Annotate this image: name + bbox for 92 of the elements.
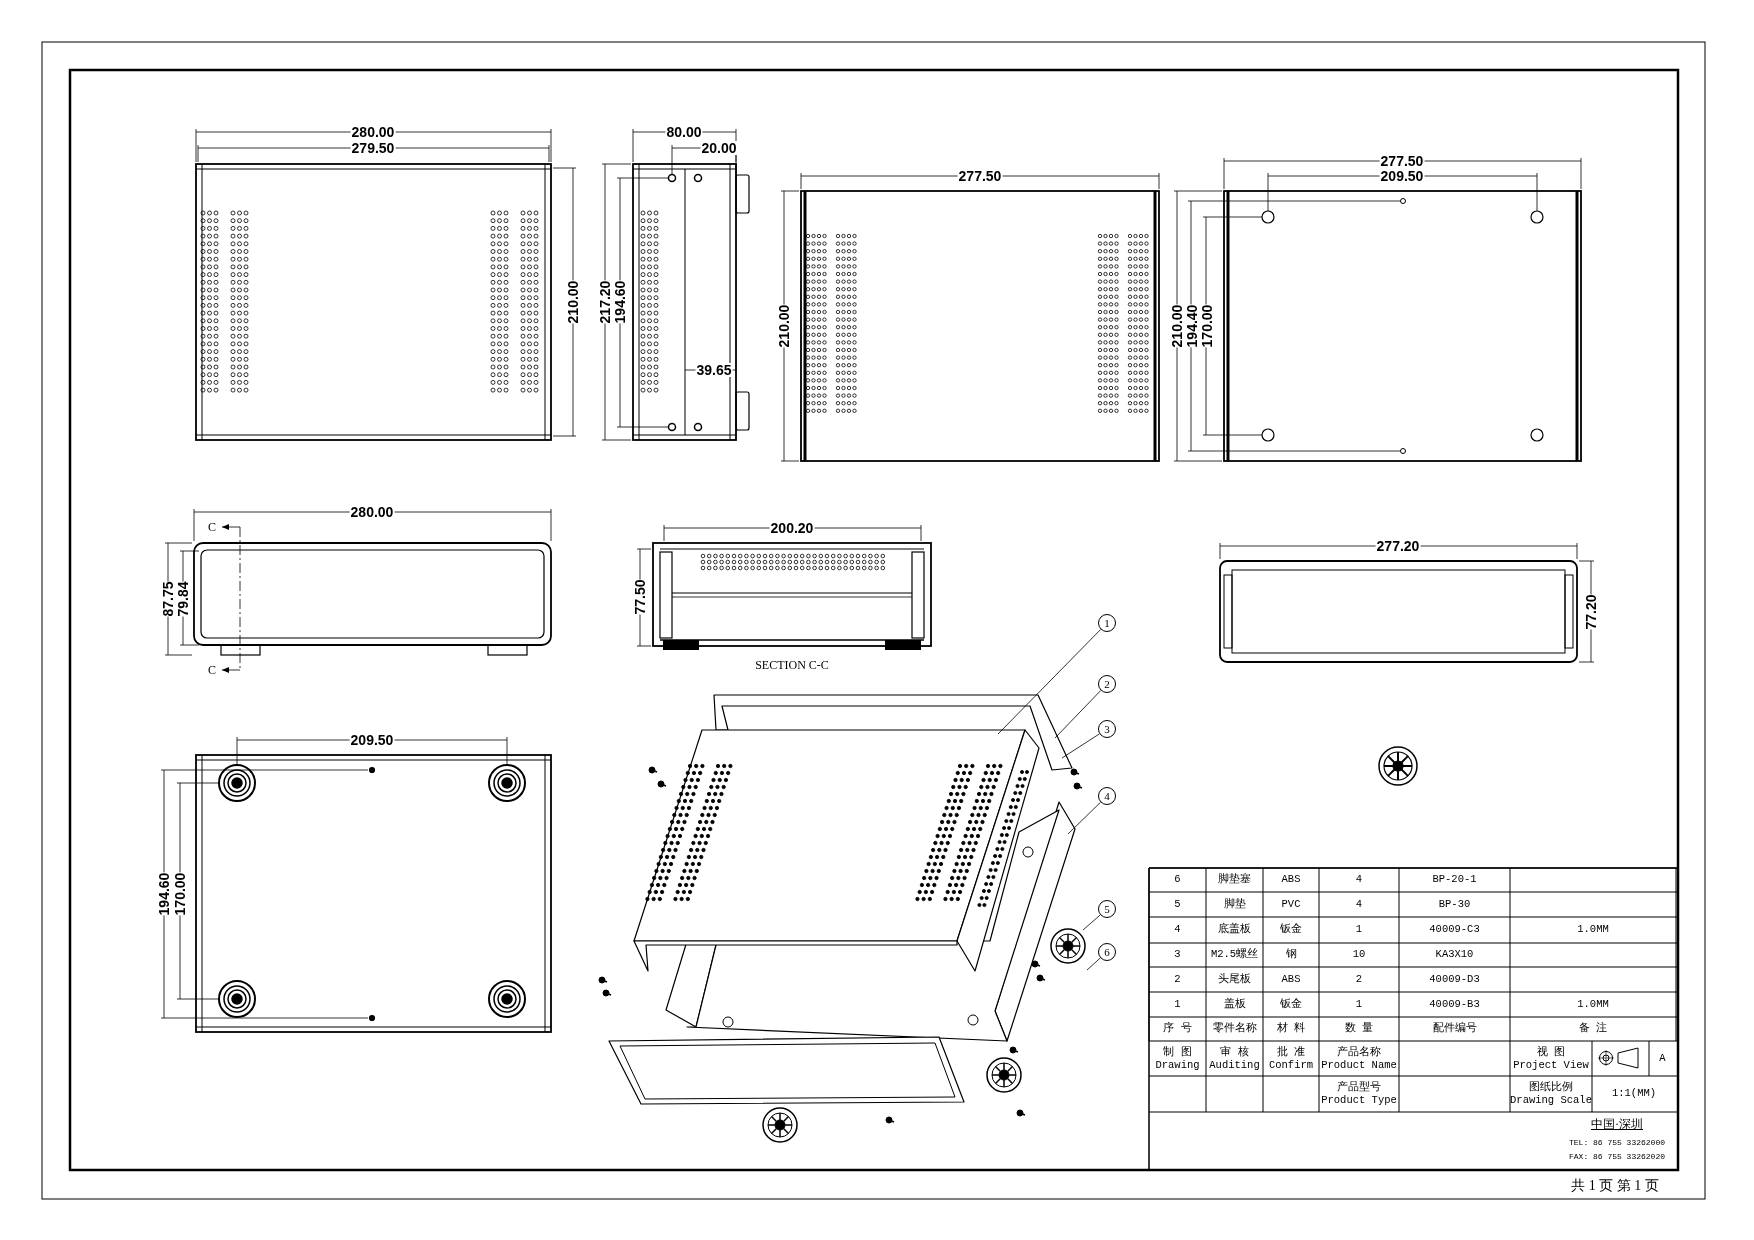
dimension-value: 277.50 [957, 169, 1003, 183]
dimension-value: 210.00 [776, 304, 792, 348]
table-text: 序 号 [1163, 1022, 1192, 1036]
table-text: 2 [1174, 972, 1181, 987]
table-text: 产品型号 Product Type [1321, 1080, 1397, 1108]
leader-line [1082, 914, 1101, 931]
table-text: 1 [1355, 923, 1363, 937]
table-text: 材 料 [1276, 1022, 1306, 1036]
table-text: 制 图 Drawing [1155, 1045, 1200, 1072]
table-text: 1:1(MM) [1611, 1087, 1657, 1101]
table-text: 产品名称 Product Name [1321, 1045, 1397, 1072]
fax-number: FAX: 86 755 33262020 [1569, 1153, 1665, 1161]
dimension-value: 77.20 [1583, 594, 1599, 630]
table-text: BP-20-1 [1432, 873, 1477, 887]
dimension-value: 200.20 [769, 521, 815, 535]
table-text: 钣金 [1280, 997, 1302, 1012]
table-text: 2 [1355, 972, 1363, 987]
table-text: KA3X10 [1435, 948, 1474, 962]
dimension-value: 210.00 [565, 280, 581, 324]
dimension-value: 280.00 [350, 125, 396, 139]
phone-number: TEL: 86 755 33262000 [1569, 1139, 1665, 1147]
callout-number: 1 [1098, 614, 1116, 632]
table-text: 5 [1174, 897, 1181, 912]
callout-number: 6 [1098, 943, 1116, 961]
table-text: 视 图 Project View [1513, 1045, 1589, 1072]
dimension-value: 79.84 [175, 581, 191, 617]
dimension-value: 20.00 [700, 141, 738, 155]
table-text: 批 准 Confirm [1268, 1045, 1314, 1072]
section-mark: C [208, 664, 216, 676]
table-text: 40009-D3 [1429, 972, 1480, 987]
dimension-value: 209.50 [349, 733, 395, 747]
table-text: 脚垫 [1223, 897, 1246, 912]
table-text: 4 [1174, 923, 1181, 937]
table-text: BP-30 [1438, 897, 1471, 912]
table-text: 图纸比例 Drawing Scale [1510, 1080, 1592, 1108]
dimension-value: 194.60 [156, 872, 172, 916]
dimension-value: 170.00 [1199, 304, 1215, 348]
dimension-value: 209.50 [1379, 169, 1425, 183]
page-number: 共 1 页 第 1 页 [1571, 1179, 1659, 1193]
table-text: 零件名称 [1212, 1022, 1257, 1036]
table-text: ABS [1281, 873, 1301, 887]
table-text: 1 [1355, 997, 1363, 1012]
dimension-value: 217.20 [597, 280, 613, 324]
table-text: 底盖板 [1218, 923, 1251, 937]
table-text: 6 [1174, 873, 1181, 887]
section-mark: C [208, 521, 216, 533]
leader-line [1086, 957, 1101, 971]
table-text: PVC [1281, 897, 1301, 912]
callout-number: 4 [1098, 787, 1116, 805]
dimension-value: 194.60 [612, 280, 628, 324]
leader-line [1054, 690, 1102, 739]
callout-number: 3 [1098, 720, 1116, 738]
table-text: 1 [1174, 997, 1181, 1012]
table-text: 1.0MM [1577, 923, 1609, 937]
dimension-value: 194.40 [1184, 304, 1200, 348]
table-text: 4 [1355, 897, 1363, 912]
leader-line [997, 629, 1102, 735]
dimension-value: 80.00 [665, 125, 703, 139]
table-text: 钢 [1285, 948, 1297, 962]
dimension-value: 87.75 [160, 581, 176, 617]
table-text: 10 [1352, 948, 1366, 962]
table-text: 审 核 Auditing [1209, 1045, 1260, 1072]
dimension-value: 277.20 [1375, 539, 1421, 553]
callout-number: 2 [1098, 675, 1116, 693]
dimension-value: 170.00 [172, 872, 188, 916]
dimension-value: 280.00 [349, 505, 395, 519]
dimension-value: 39.65 [695, 363, 733, 377]
table-text: 40009-B3 [1429, 997, 1480, 1012]
view-caption: SECTION C-C [755, 659, 829, 671]
table-text: 头尾板 [1218, 972, 1251, 987]
dimension-value: 279.50 [350, 141, 396, 155]
table-text: 备 注 [1578, 1022, 1608, 1036]
table-text: 盖板 [1223, 997, 1246, 1012]
dimension-value: 77.50 [632, 579, 648, 615]
table-text: 数 量 [1344, 1022, 1374, 1036]
dimension-value: 210.00 [1169, 304, 1185, 348]
location-text: 中国·深圳 [1591, 1118, 1643, 1130]
table-text: 3 [1174, 948, 1181, 962]
leader-line [1067, 801, 1101, 835]
table-text: 1.0MM [1577, 997, 1609, 1012]
enclosure-exploded-drawing [598, 694, 1086, 1143]
table-text: 脚垫塞 [1218, 873, 1251, 887]
table-text: ABS [1281, 972, 1301, 987]
table-text: 配件编号 [1432, 1022, 1477, 1036]
table-text: 钣金 [1280, 923, 1302, 937]
callout-number: 5 [1098, 900, 1116, 918]
table-text: M2.5螺丝 [1210, 948, 1259, 962]
leader-line [1061, 733, 1100, 759]
dimension-value: 277.50 [1379, 154, 1425, 168]
table-text: A [1659, 1051, 1666, 1066]
table-text: 40009-C3 [1429, 923, 1480, 937]
table-text: 4 [1355, 873, 1363, 887]
